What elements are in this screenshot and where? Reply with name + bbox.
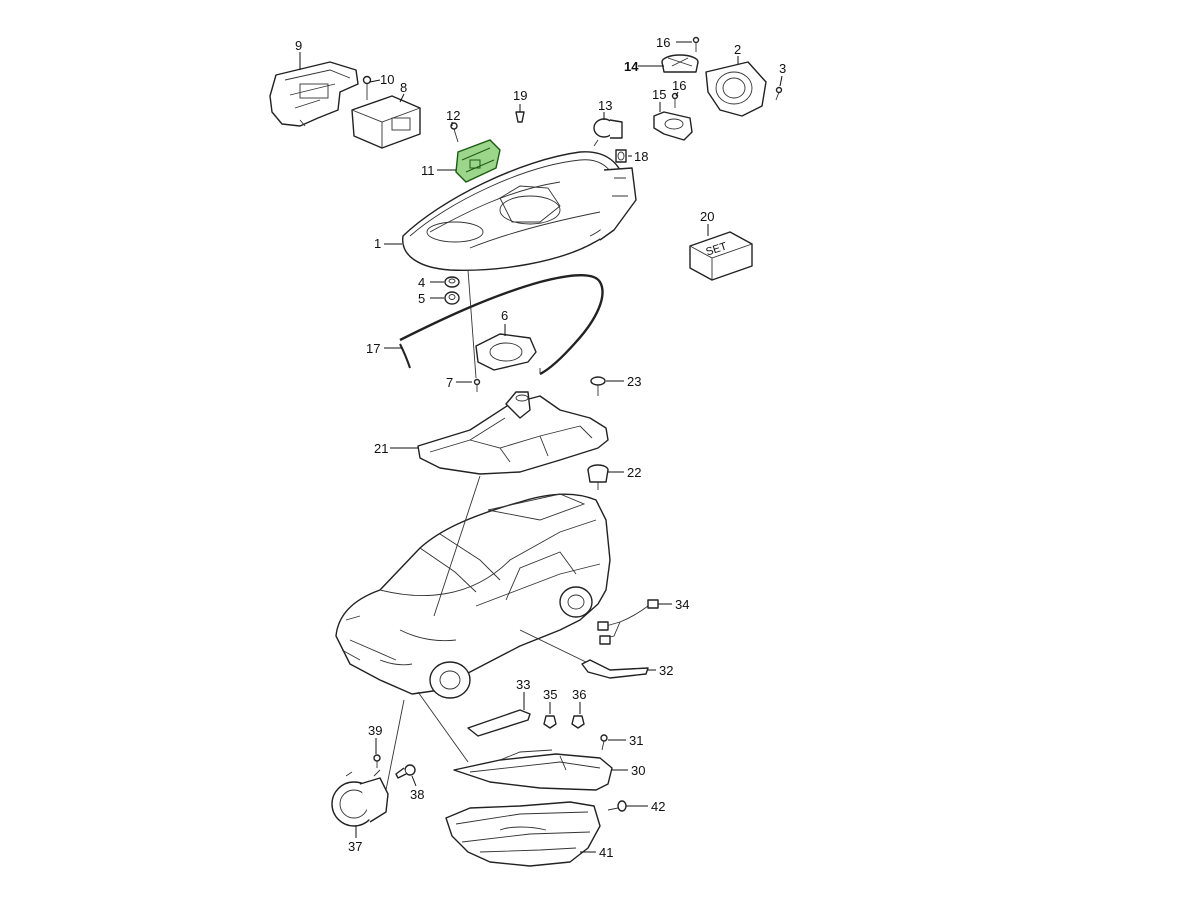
callout-21: 21 bbox=[374, 441, 388, 456]
part-10-screw[interactable] bbox=[362, 75, 372, 101]
part-41-lower-headlight[interactable] bbox=[445, 801, 601, 867]
callout-10: 10 bbox=[380, 72, 394, 87]
callout-39: 39 bbox=[368, 723, 382, 738]
part-36-bulb[interactable] bbox=[571, 715, 585, 729]
part-16-screw-top[interactable] bbox=[692, 36, 700, 53]
callout-30: 30 bbox=[631, 763, 645, 778]
leader-lines bbox=[299, 41, 783, 853]
callout-16-mid: 16 bbox=[672, 78, 686, 93]
part-17-seal[interactable] bbox=[399, 274, 604, 376]
part-32-trim-strip[interactable] bbox=[581, 659, 649, 679]
callout-31: 31 bbox=[629, 733, 643, 748]
callout-32: 32 bbox=[659, 663, 673, 678]
callout-18: 18 bbox=[634, 149, 648, 164]
part-18-clip[interactable] bbox=[615, 149, 627, 163]
callout-38: 38 bbox=[410, 787, 424, 802]
part-7-screw[interactable] bbox=[473, 378, 481, 393]
part-15-bracket[interactable] bbox=[653, 111, 693, 141]
callout-8: 8 bbox=[400, 80, 407, 95]
callout-9: 9 bbox=[295, 38, 302, 53]
part-19-clip[interactable] bbox=[515, 111, 525, 123]
part-23-screw[interactable] bbox=[590, 376, 606, 396]
part-5-nut[interactable] bbox=[444, 291, 460, 305]
part-6-cover-cap[interactable] bbox=[475, 333, 537, 371]
callout-22: 22 bbox=[627, 465, 641, 480]
callout-16-top: 16 bbox=[656, 35, 670, 50]
part-35-bulb[interactable] bbox=[543, 715, 557, 729]
part-21-mounting-frame[interactable] bbox=[417, 391, 609, 475]
callout-12: 12 bbox=[446, 108, 460, 123]
callout-3: 3 bbox=[779, 61, 786, 76]
callout-36: 36 bbox=[572, 687, 586, 702]
callout-4: 4 bbox=[418, 275, 425, 290]
part-33-side-marker[interactable] bbox=[467, 709, 531, 737]
part-11-ballast-module[interactable] bbox=[455, 139, 501, 183]
callout-17: 17 bbox=[366, 341, 380, 356]
callout-20: 20 bbox=[700, 209, 714, 224]
callout-34: 34 bbox=[675, 597, 689, 612]
callout-labels: 9 10 8 12 11 19 13 16 14 15 16 18 2 3 20… bbox=[295, 35, 786, 860]
callout-19: 19 bbox=[513, 88, 527, 103]
callout-14: 14 bbox=[624, 59, 639, 74]
vehicle-outline bbox=[335, 493, 611, 699]
part-42-screw[interactable] bbox=[607, 800, 627, 812]
callout-23: 23 bbox=[627, 374, 641, 389]
part-38-bulb[interactable] bbox=[395, 764, 416, 779]
callout-7: 7 bbox=[446, 375, 453, 390]
callout-2: 2 bbox=[734, 42, 741, 57]
part-30-light-strip[interactable] bbox=[453, 749, 613, 791]
part-13-bulb-socket[interactable] bbox=[593, 118, 623, 147]
callout-5: 5 bbox=[418, 291, 425, 306]
callout-13: 13 bbox=[598, 98, 612, 113]
part-22-bushing[interactable] bbox=[587, 464, 609, 490]
part-16-screw-mid[interactable] bbox=[671, 92, 679, 109]
callout-37: 37 bbox=[348, 839, 362, 854]
callout-15: 15 bbox=[652, 87, 666, 102]
callout-11: 11 bbox=[421, 163, 435, 178]
part-4-grommet[interactable] bbox=[444, 276, 460, 288]
callout-6: 6 bbox=[501, 308, 508, 323]
callout-35: 35 bbox=[543, 687, 557, 702]
part-37-fog-light[interactable] bbox=[331, 769, 389, 827]
callout-41: 41 bbox=[599, 845, 613, 860]
part-39-screw[interactable] bbox=[373, 754, 381, 768]
callout-33: 33 bbox=[516, 677, 530, 692]
part-3-screw[interactable] bbox=[775, 86, 783, 101]
part-31-screw[interactable] bbox=[600, 734, 608, 751]
callout-1: 1 bbox=[374, 236, 381, 251]
part-34-wiring-harness[interactable] bbox=[597, 599, 659, 645]
part-9-bracket[interactable] bbox=[269, 61, 359, 127]
part-14-adjuster[interactable] bbox=[661, 54, 699, 73]
part-2-cover[interactable] bbox=[705, 61, 767, 117]
part-20-set-box[interactable]: SET bbox=[689, 231, 753, 281]
part-8-control-module[interactable] bbox=[351, 95, 421, 149]
part-1-headlight[interactable] bbox=[402, 151, 637, 271]
callout-42: 42 bbox=[651, 799, 665, 814]
